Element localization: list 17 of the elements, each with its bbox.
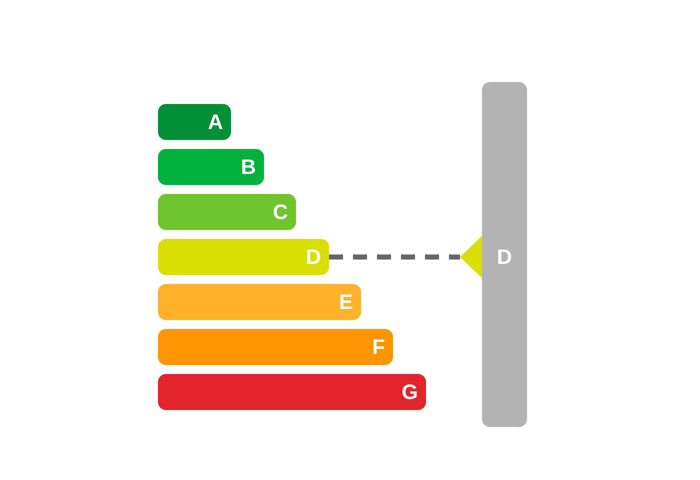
- rating-bar: [158, 239, 329, 275]
- rating-bar: [158, 284, 361, 320]
- rating-indicator: [460, 82, 527, 427]
- rating-letter: F: [372, 336, 385, 358]
- rating-letter: C: [272, 202, 288, 222]
- rating-bar: [158, 194, 296, 230]
- rating-letter: D: [496, 246, 514, 268]
- rating-letter: G: [402, 382, 418, 402]
- rating-bar: [158, 104, 231, 140]
- rating-bar: [158, 149, 264, 185]
- rating-letter: E: [338, 292, 353, 312]
- rating-letter: A: [208, 112, 223, 132]
- rating-letter: B: [240, 156, 256, 178]
- rating-bar: [158, 329, 393, 365]
- rating-bar: [158, 374, 426, 410]
- rating-letter: D: [306, 246, 321, 268]
- dashed-line: [329, 254, 460, 260]
